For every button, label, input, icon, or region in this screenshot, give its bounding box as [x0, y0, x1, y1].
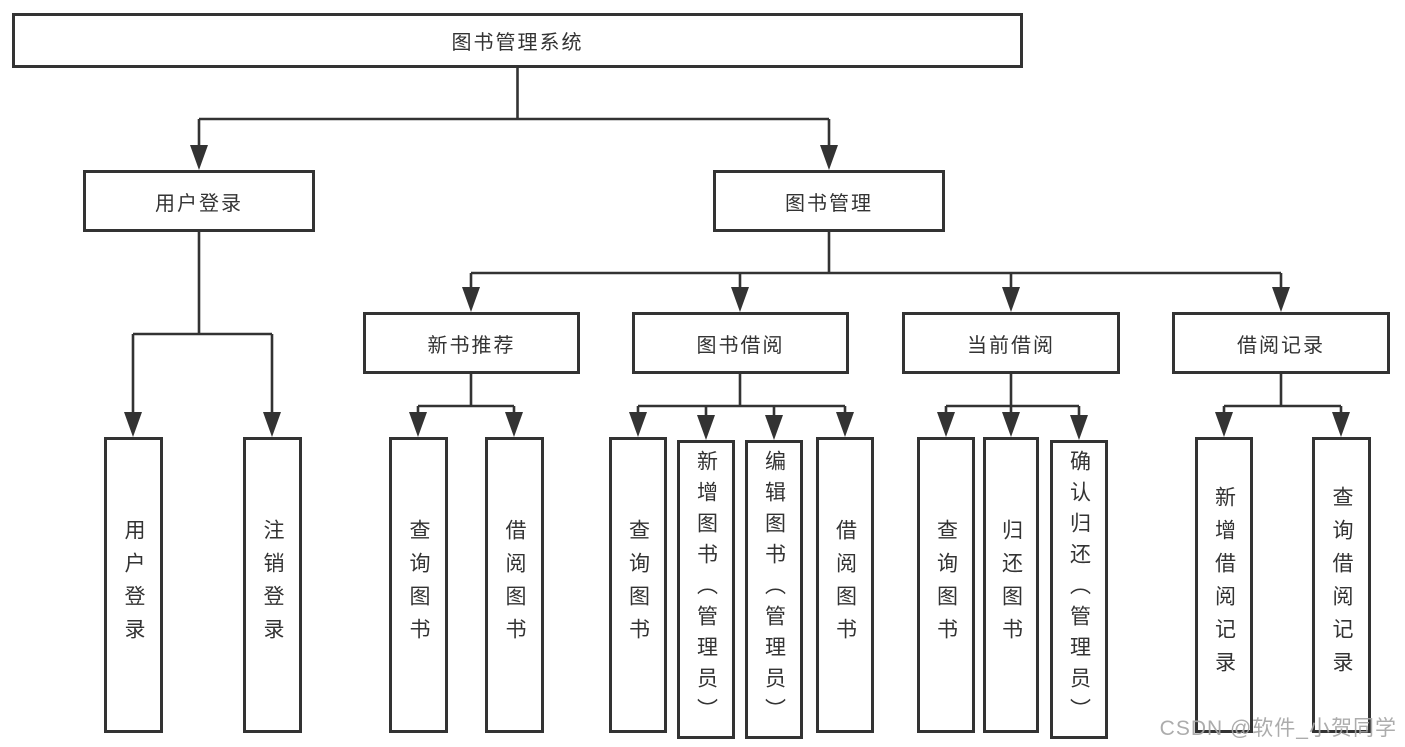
leaf-edit-book-admin: 编辑图书（管理员）	[745, 440, 803, 739]
node-borrowing-records: 借阅记录	[1172, 312, 1390, 374]
leaf-query-books-current: 查询图书	[917, 437, 975, 733]
leaf-add-book-admin-label: 新增图书（管理员）	[694, 450, 718, 729]
leaf-borrow-books-recommendation-label: 借阅图书	[503, 519, 526, 651]
leaf-add-borrowing-record-label: 新增借阅记录	[1212, 486, 1236, 684]
leaf-add-book-admin: 新增图书（管理员）	[677, 440, 735, 739]
leaf-logout: 注销登录	[243, 437, 302, 733]
leaf-confirm-return-admin-label: 确认归还（管理员）	[1067, 450, 1091, 729]
leaf-logout-label: 注销登录	[261, 519, 284, 651]
leaf-user-login-label: 用户登录	[122, 519, 145, 651]
leaf-add-borrowing-record: 新增借阅记录	[1195, 437, 1253, 733]
node-book-borrowing: 图书借阅	[632, 312, 849, 374]
leaf-query-borrowing-record-label: 查询借阅记录	[1330, 486, 1353, 684]
leaf-return-books-label: 归还图书	[999, 519, 1023, 651]
leaf-user-login: 用户登录	[104, 437, 163, 733]
node-new-book-recommendation: 新书推荐	[363, 312, 580, 374]
leaf-query-borrowing-record: 查询借阅记录	[1312, 437, 1371, 733]
leaf-query-books-borrowing-label: 查询图书	[626, 519, 650, 651]
leaf-borrow-books-borrowing-label: 借阅图书	[833, 519, 857, 651]
leaf-return-books: 归还图书	[983, 437, 1039, 733]
watermark: CSDN @软件_小贺同学	[1159, 717, 1397, 740]
leaf-borrow-books-recommendation: 借阅图书	[485, 437, 544, 733]
node-root: 图书管理系统	[12, 13, 1023, 68]
leaf-edit-book-admin-label: 编辑图书（管理员）	[762, 450, 786, 729]
leaf-query-books-borrowing: 查询图书	[609, 437, 667, 733]
node-user-login: 用户登录	[83, 170, 315, 232]
node-book-management: 图书管理	[713, 170, 945, 232]
leaf-borrow-books-borrowing: 借阅图书	[816, 437, 874, 733]
node-current-borrowing: 当前借阅	[902, 312, 1120, 374]
leaf-confirm-return-admin: 确认归还（管理员）	[1050, 440, 1108, 739]
leaf-query-books-recommendation: 查询图书	[389, 437, 448, 733]
leaf-query-books-current-label: 查询图书	[934, 519, 958, 651]
leaf-query-books-recommendation-label: 查询图书	[407, 519, 430, 651]
